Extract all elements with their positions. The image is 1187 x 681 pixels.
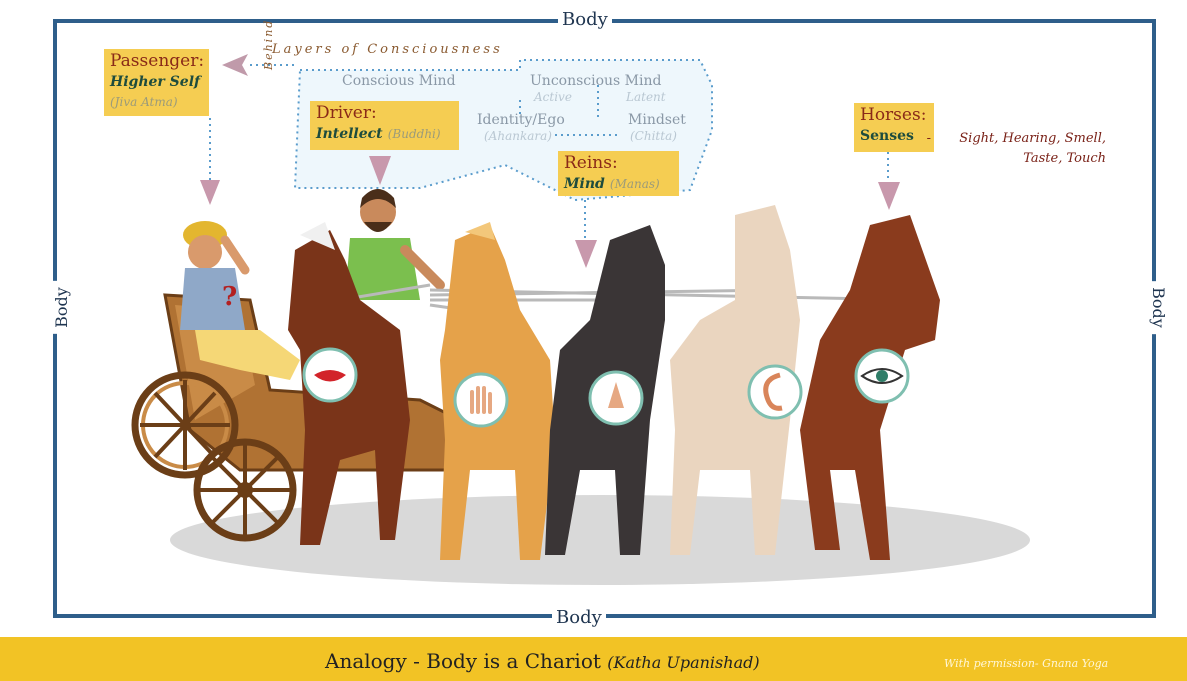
body-label-left: Body xyxy=(52,281,71,334)
driver-title: Driver: xyxy=(316,103,453,123)
passenger-title: Passenger: xyxy=(110,51,203,71)
latent-label: Latent xyxy=(626,90,666,104)
passenger-box: Passenger: Higher Self (Jiva Atma) xyxy=(104,49,209,116)
unconscious-mind-label: Unconscious Mind xyxy=(530,73,661,89)
horses-title: Horses: xyxy=(860,105,928,125)
reins-sanskrit: (Manas) xyxy=(610,177,660,191)
credit-text: With permission- Gnana Yoga xyxy=(944,657,1108,670)
active-label: Active xyxy=(534,90,572,104)
body-label-top: Body xyxy=(558,9,612,30)
layers-title: Layers of Consciousness xyxy=(272,42,503,57)
reins-title: Reins: xyxy=(564,153,673,173)
body-label-right: Body xyxy=(1149,281,1168,334)
chitta-label: (Chitta) xyxy=(630,129,677,143)
body-label-bottom: Body xyxy=(552,607,606,628)
question-mark-icon: ? xyxy=(222,282,237,312)
senses-line-1: Sight, Hearing, Smell, xyxy=(959,131,1106,146)
senses-line-2: Taste, Touch xyxy=(1023,151,1106,166)
horses-dash: - xyxy=(925,129,931,149)
senses-list: Sight, Hearing, Smell, Taste, Touch xyxy=(934,129,1106,169)
identity-label: Identity/Ego xyxy=(477,112,565,128)
driver-sanskrit: (Buddhi) xyxy=(388,127,441,141)
driver-box: Driver: Intellect (Buddhi) xyxy=(310,101,459,150)
horses-box: Horses: Senses xyxy=(854,103,934,152)
mindset-label: Mindset xyxy=(628,112,686,128)
passenger-sanskrit: (Jiva Atma) xyxy=(110,95,178,109)
driver-subtitle: Intellect xyxy=(316,126,383,142)
body-frame xyxy=(53,19,1156,618)
footer-title-main: Analogy - Body is a Chariot xyxy=(325,649,601,673)
passenger-subtitle: Higher Self xyxy=(110,74,200,90)
reins-box: Reins: Mind (Manas) xyxy=(558,151,679,196)
reins-subtitle: Mind xyxy=(564,176,605,192)
behind-label: Behind xyxy=(262,19,275,70)
footer-title-source: (Katha Upanishad) xyxy=(607,653,759,672)
horses-subtitle: Senses xyxy=(860,128,914,144)
conscious-mind-label: Conscious Mind xyxy=(342,73,456,89)
ahankara-label: (Ahankara) xyxy=(484,129,552,143)
footer-title: Analogy - Body is a Chariot (Katha Upani… xyxy=(325,649,760,673)
